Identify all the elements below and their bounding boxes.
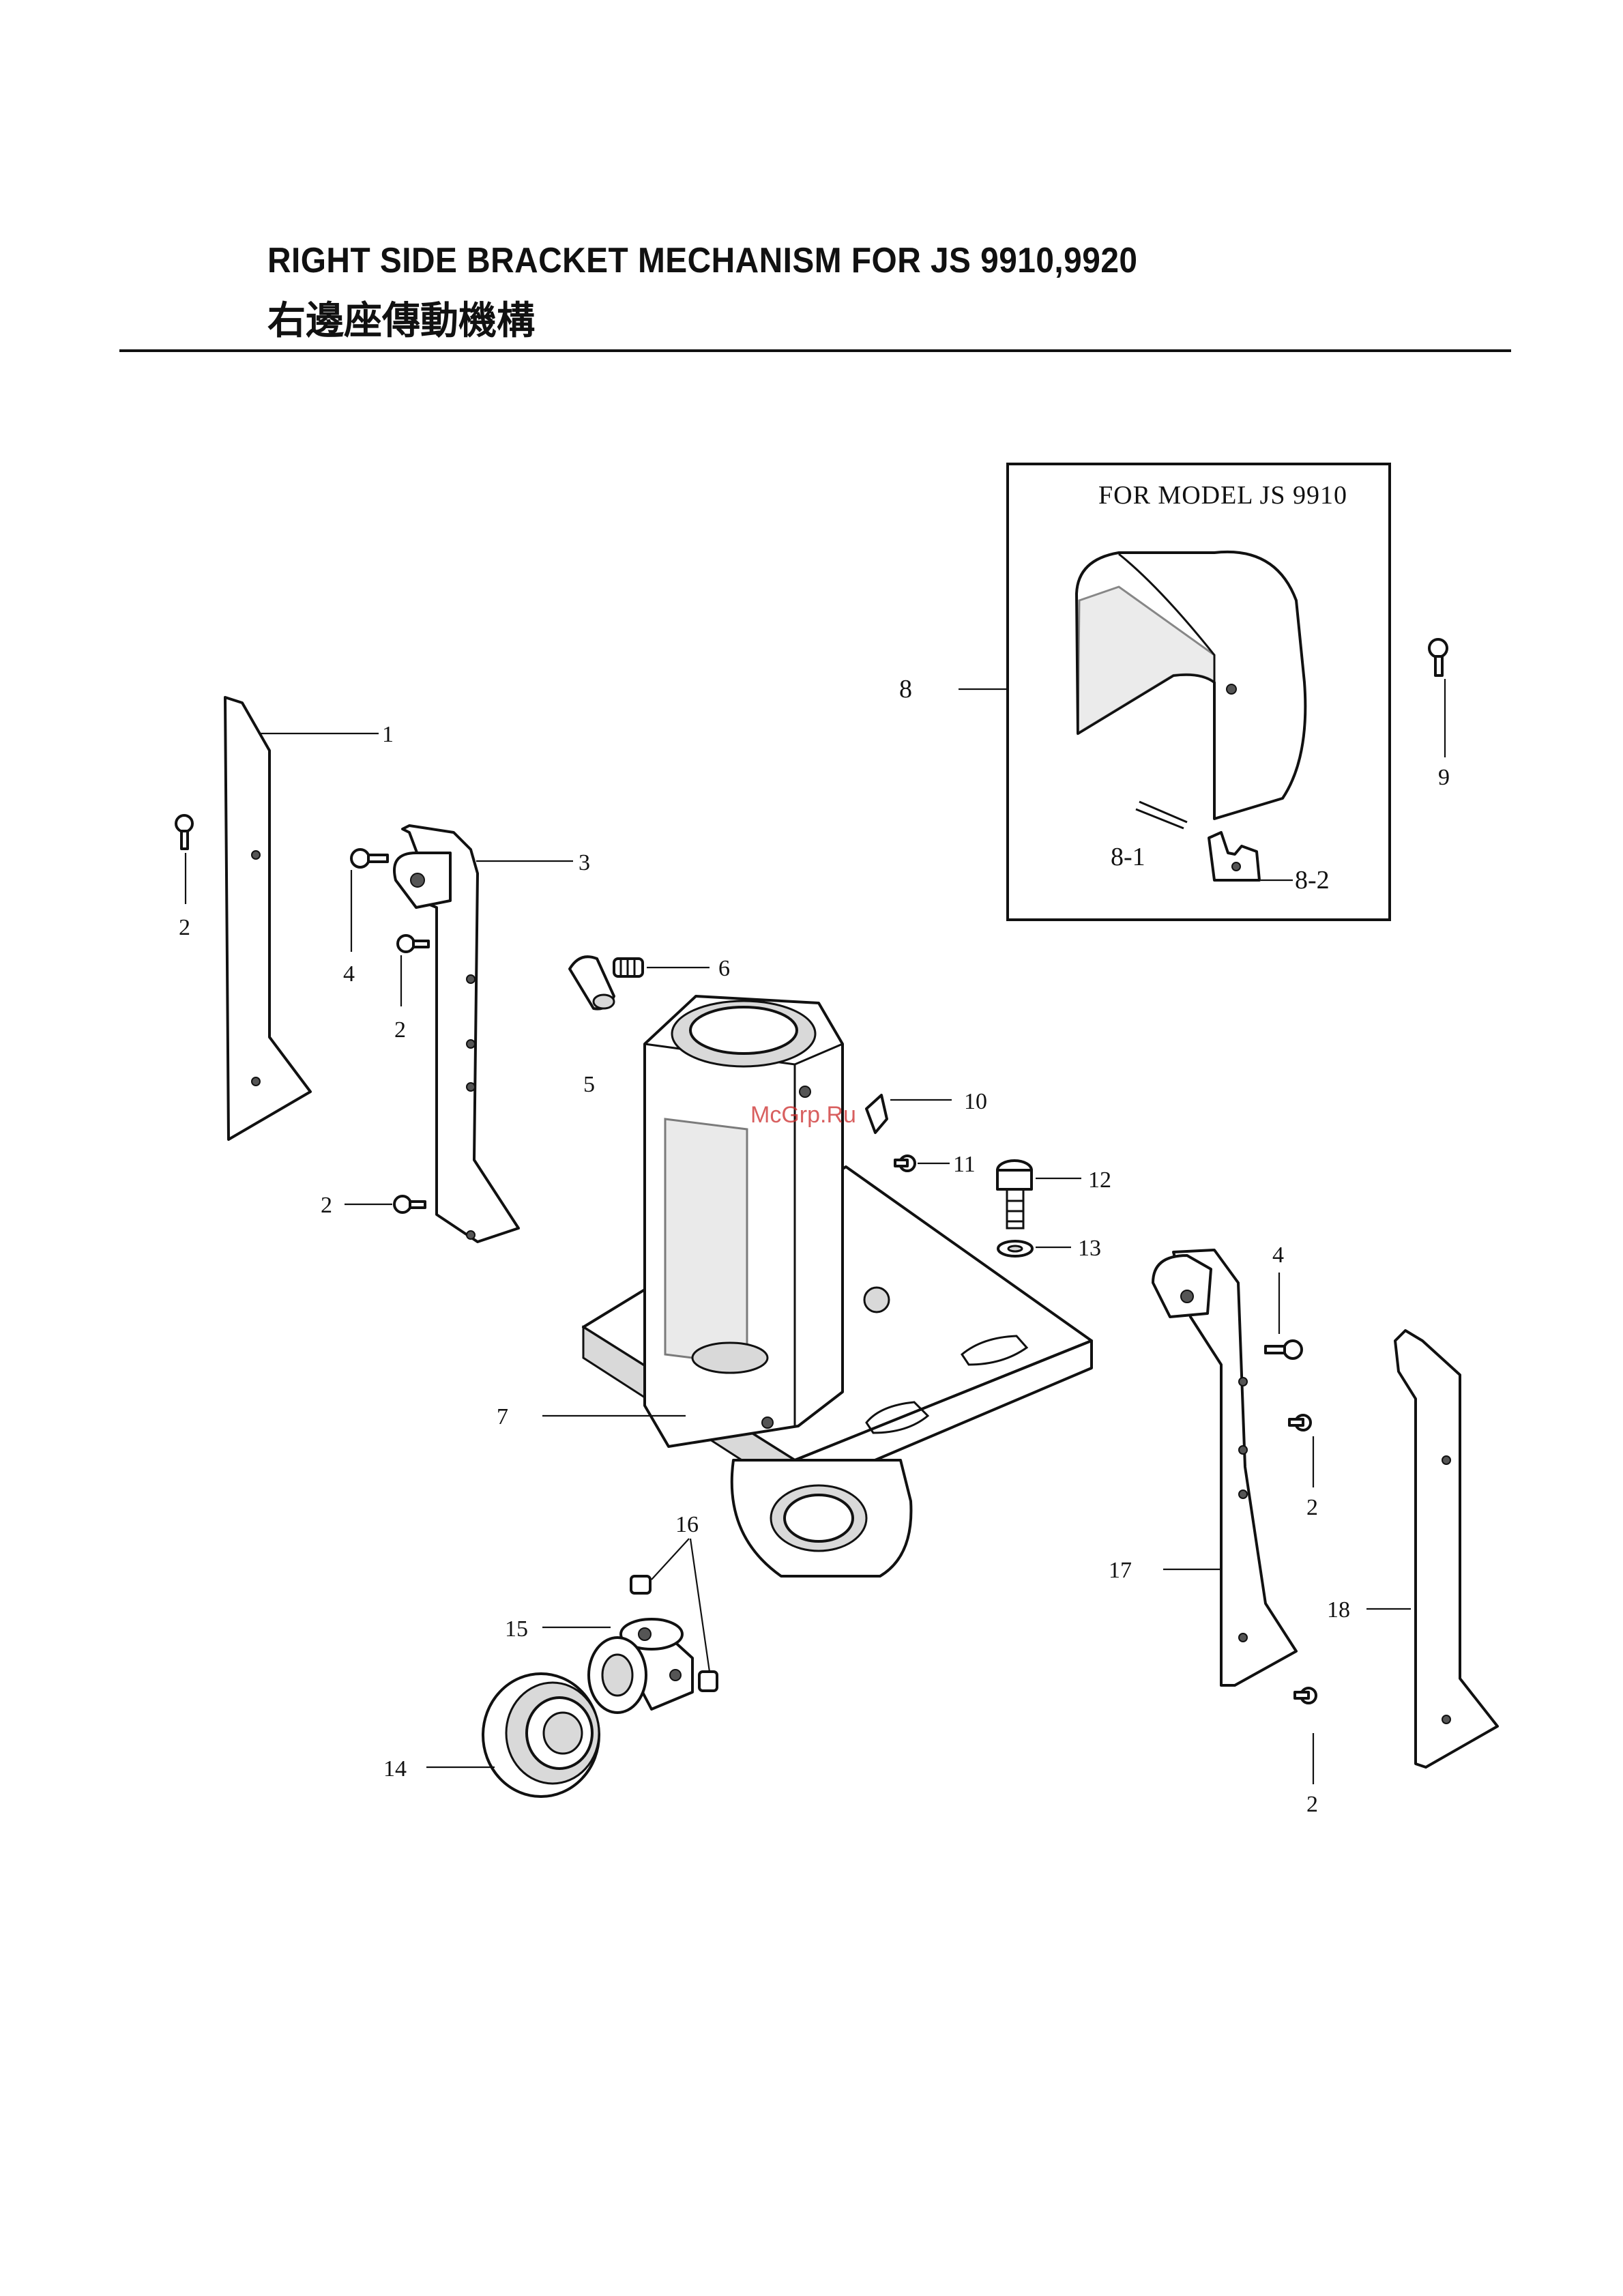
callout-18: 18 xyxy=(1327,1597,1350,1623)
callout-15: 15 xyxy=(505,1616,528,1642)
callout-4-b: 4 xyxy=(1272,1243,1284,1268)
callout-2-c: 2 xyxy=(321,1193,332,1218)
part-17-bracket: 17 xyxy=(1109,1250,1296,1685)
callout-2-a: 2 xyxy=(179,915,190,940)
part-6-set-screw: 6 xyxy=(614,956,730,981)
inset-box-js9910: FOR MODEL JS 9910 8 8-1 8-2 xyxy=(899,464,1390,920)
part-9-screw: 9 xyxy=(1429,639,1450,790)
callout-12: 12 xyxy=(1088,1167,1111,1193)
callout-11: 11 xyxy=(953,1152,976,1177)
callout-2-d: 2 xyxy=(1306,1495,1318,1520)
callout-8: 8 xyxy=(899,675,912,703)
callout-7: 7 xyxy=(497,1404,508,1429)
callout-8-2: 8-2 xyxy=(1295,866,1330,895)
part-18-side-plate: 18 xyxy=(1327,1331,1497,1767)
part-8-belt-cover xyxy=(1077,552,1305,819)
part-5-bushing: 5 xyxy=(570,957,614,1097)
part-1-side-plate: 1 xyxy=(225,697,394,1139)
part-2-screw-right-upper: 2 xyxy=(1289,1415,1318,1520)
part-12-cap-screw: 12 xyxy=(997,1161,1111,1228)
callout-13: 13 xyxy=(1078,1236,1101,1261)
part-8-2-hinge xyxy=(1209,832,1259,880)
callout-4-a: 4 xyxy=(343,961,355,987)
part-3-bracket: 3 xyxy=(394,826,590,1242)
part-13-washer: 13 xyxy=(998,1236,1101,1261)
callout-14: 14 xyxy=(383,1756,407,1782)
part-2-screw-right-lower: 2 xyxy=(1295,1688,1318,1817)
callout-17: 17 xyxy=(1109,1558,1132,1583)
part-8-1-pin xyxy=(1136,802,1187,828)
watermark: McGrp.Ru xyxy=(750,1102,856,1128)
part-10-clip: 10 xyxy=(866,1089,987,1133)
part-2-screw-lower: 2 xyxy=(321,1193,425,1218)
callout-8-1: 8-1 xyxy=(1111,843,1145,871)
callout-16: 16 xyxy=(675,1512,699,1537)
part-11-screw: 11 xyxy=(895,1152,976,1177)
callout-2-e: 2 xyxy=(1306,1792,1318,1817)
callout-9: 9 xyxy=(1438,765,1450,790)
callout-10: 10 xyxy=(964,1089,987,1114)
part-2-screw-left: 2 xyxy=(176,815,192,940)
part-14-bearing: 14 xyxy=(383,1674,599,1797)
part-2-screw-mid: 2 xyxy=(394,935,428,1043)
callout-6: 6 xyxy=(718,956,730,981)
callout-1: 1 xyxy=(382,722,394,747)
part-4-screw: 4 xyxy=(343,849,388,987)
callout-5: 5 xyxy=(583,1072,595,1097)
callout-3: 3 xyxy=(579,850,590,875)
callout-2-b: 2 xyxy=(394,1017,406,1043)
inset-title: FOR MODEL JS 9910 xyxy=(1098,481,1347,510)
part-4-screw-right: 4 xyxy=(1266,1243,1302,1358)
